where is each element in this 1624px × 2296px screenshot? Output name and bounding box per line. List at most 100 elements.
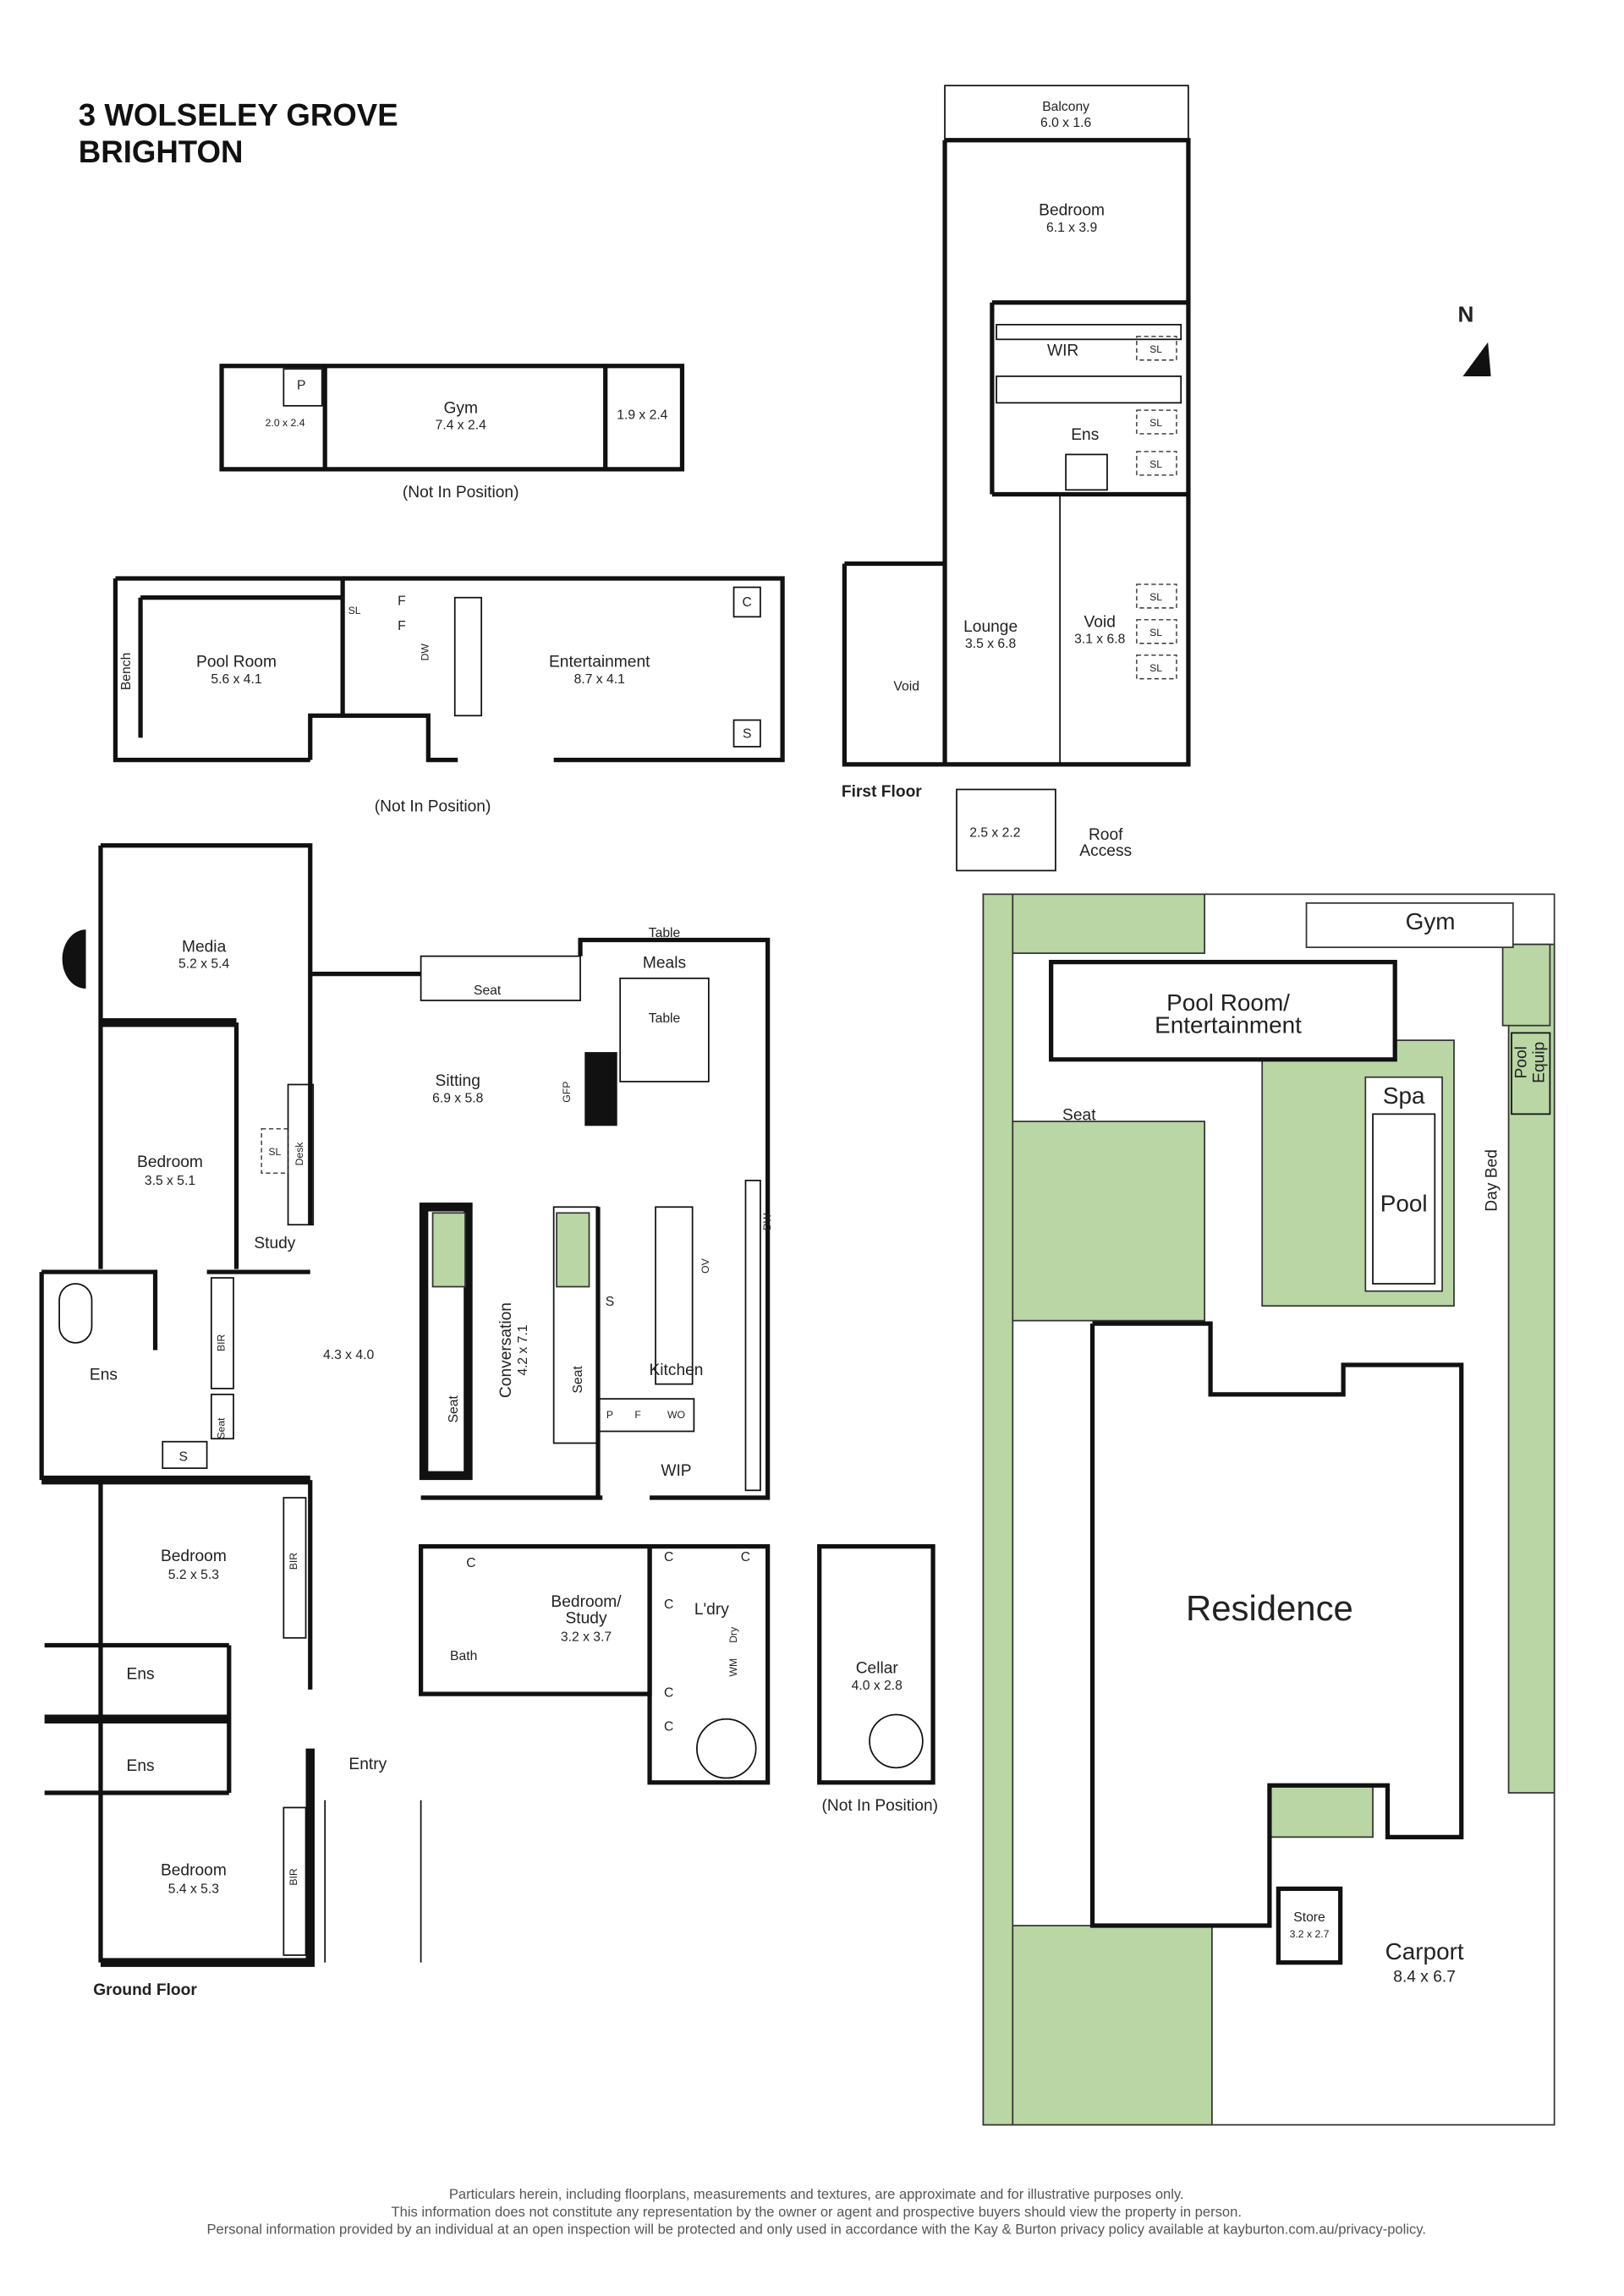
room-dimension: 3.5 x 5.1 — [145, 1174, 195, 1188]
property-suburb: BRIGHTON — [79, 134, 244, 169]
site-label: Pool — [1380, 1191, 1428, 1217]
room-label: Conversation — [497, 1302, 515, 1398]
sl-label: SL — [1149, 591, 1162, 603]
room-dimension: 6.9 x 5.8 — [432, 1091, 483, 1105]
room-label: Access — [1079, 842, 1132, 860]
room-dimension: 4.0 x 2.8 — [852, 1679, 903, 1693]
room-dimension: 5.2 x 5.4 — [178, 957, 229, 972]
site-label: Pool — [1513, 1046, 1531, 1078]
disclaimer-line: Personal information provided by an indi… — [207, 2222, 1426, 2238]
room-dimension: 3.2 x 3.7 — [561, 1630, 612, 1644]
storage-label: S — [178, 1449, 187, 1464]
table-label: Table — [649, 926, 681, 940]
property-address: 3 WOLSELEY GROVE — [79, 97, 398, 132]
ground-floor-plan: Media 5.2 x 5.4 Bedroom 3.5 x 5.1 Study … — [39, 843, 938, 1999]
room-label: L'dry — [694, 1601, 729, 1619]
washer-label: WM — [727, 1658, 739, 1677]
room-dimension: 1.9 x 2.4 — [617, 408, 667, 423]
sl-label: SL — [1149, 417, 1162, 429]
room-dimension: 5.2 x 5.3 — [168, 1568, 219, 1582]
dishwasher-label: DW — [419, 644, 431, 661]
room-dimension: 8.4 x 6.7 — [1393, 1968, 1456, 1986]
gym-building: P Gym 7.4 x 2.4 1.9 x 2.4 2.0 x 2.4 (Not… — [219, 364, 685, 501]
oven-label: OV — [700, 1258, 711, 1273]
dryer-label: Dry — [727, 1626, 739, 1643]
cupboard-label: C — [664, 1686, 673, 1701]
cupboard-label: C — [743, 595, 752, 610]
dishwasher-label: DW — [761, 1213, 773, 1230]
seat-label: Seat — [447, 1395, 461, 1423]
position-note: (Not In Position) — [403, 484, 519, 501]
site-label: Residence — [1186, 1588, 1353, 1628]
wall-oven-label: WO — [667, 1409, 685, 1421]
site-label: Day Bed — [1484, 1149, 1501, 1212]
pantry-label: P — [297, 379, 305, 393]
floor-label: First Floor — [842, 783, 922, 801]
room-label: Study — [565, 1609, 606, 1627]
north-arrow: N — [1458, 301, 1491, 376]
room-label: Void — [893, 680, 919, 694]
seat-label: Seat — [474, 984, 502, 998]
north-label: N — [1458, 301, 1474, 326]
site-label: Carport — [1385, 1938, 1464, 1964]
room-label: Void — [1084, 614, 1116, 632]
room-label: WIR — [1047, 342, 1078, 360]
site-label: Entertainment — [1155, 1011, 1302, 1038]
sl-label: SL — [1149, 343, 1162, 355]
room-dimension: 2.5 x 2.2 — [969, 825, 1020, 840]
sl-label: SL — [348, 605, 361, 616]
cupboard-label: C — [664, 1550, 673, 1564]
site-label: Spa — [1383, 1082, 1425, 1109]
floor-label: Ground Floor — [93, 1981, 197, 1999]
room-label: Balcony — [1042, 100, 1089, 114]
site-label: Store — [1293, 1910, 1325, 1925]
room-label: Ens — [1071, 426, 1099, 444]
room-label: Bedroom — [161, 1862, 227, 1880]
site-plan: Gym Pool Room/ Entertainment Spa Pool Da… — [982, 893, 1555, 2126]
room-dimension: 3.1 x 6.8 — [1074, 633, 1125, 647]
seat-label: Seat — [216, 1417, 228, 1439]
room-label: Lounge — [963, 618, 1018, 636]
pool-building: Bench Pool Room 5.6 x 4.1 SL F F DW Ente… — [112, 576, 785, 816]
room-dimension: 5.6 x 4.1 — [211, 672, 261, 687]
room-dimension: 6.0 x 1.6 — [1040, 116, 1091, 130]
disclaimer-line: Particulars herein, including floorplans… — [449, 2186, 1184, 2202]
cupboard-label: C — [664, 1720, 673, 1734]
room-label: Bedroom — [161, 1548, 227, 1565]
room-dimension: 5.4 x 5.3 — [168, 1882, 219, 1897]
sl-label: SL — [268, 1146, 281, 1158]
room-label: Gym — [443, 400, 478, 418]
room-label: Entry — [348, 1756, 387, 1773]
sl-label: SL — [1149, 458, 1162, 470]
room-dimension: 3.5 x 6.8 — [965, 637, 1016, 651]
room-dimension: 6.1 x 3.9 — [1046, 221, 1097, 235]
first-floor-plan: Balcony 6.0 x 1.6 Bedroom 6.1 x 3.9 WIR … — [842, 85, 1191, 872]
fireplace-label: GFP — [561, 1082, 573, 1103]
room-dimension: 2.0 x 2.4 — [266, 417, 305, 429]
position-note: (Not In Position) — [375, 798, 491, 816]
room-dimension: 4.2 x 7.1 — [516, 1324, 530, 1375]
site-label: Seat — [1062, 1106, 1096, 1124]
site-label: Equip — [1530, 1042, 1548, 1083]
room-label: Entertainment — [549, 654, 650, 671]
room-label: Pool Room — [196, 654, 277, 671]
site-label: Pool Room/ — [1166, 989, 1290, 1016]
position-note: (Not In Position) — [821, 1797, 938, 1815]
cupboard-label: C — [741, 1550, 750, 1564]
bir-label: BIR — [288, 1868, 299, 1886]
cupboard-label: C — [664, 1597, 673, 1612]
room-dimension: 7.4 x 2.4 — [436, 419, 486, 433]
room-label: Bedroom — [1039, 202, 1105, 220]
room-dimension: 8.7 x 4.1 — [574, 672, 625, 687]
bir-label: BIR — [288, 1553, 299, 1570]
table-label: Table — [649, 1011, 681, 1026]
room-label: WIP — [661, 1462, 691, 1480]
room-label: Sitting — [436, 1072, 480, 1090]
room-label: Kitchen — [649, 1362, 703, 1379]
cupboard-label: C — [466, 1556, 475, 1570]
sl-label: SL — [1149, 627, 1162, 638]
fridge-label: F — [634, 1409, 640, 1421]
room-label: Cellar — [856, 1660, 899, 1678]
pantry-label: P — [606, 1409, 613, 1421]
